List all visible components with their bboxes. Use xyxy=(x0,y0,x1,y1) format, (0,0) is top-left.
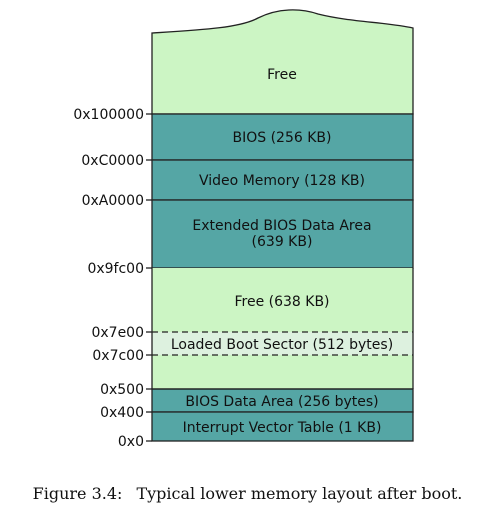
region-video-memory xyxy=(151,159,414,201)
region-label-free-mid: Free (638 KB) xyxy=(234,294,329,310)
address-label-0x500: 0x500 xyxy=(100,382,144,398)
address-label-0x400: 0x400 xyxy=(100,405,144,421)
region-label-interrupt-vector-table: Interrupt Vector Table (1 KB) xyxy=(183,420,382,436)
region-free-low xyxy=(152,355,413,389)
region-free-mid xyxy=(152,268,413,332)
address-label-0x7c00: 0x7c00 xyxy=(92,348,144,364)
region-label-free-top: Free xyxy=(267,67,297,83)
region-label-video-memory: Video Memory (128 KB) xyxy=(199,173,365,189)
region-boot-sector xyxy=(152,332,413,355)
address-label-0x100000: 0x100000 xyxy=(73,107,144,123)
region-label-bios-data-area: BIOS Data Area (256 bytes) xyxy=(185,394,378,410)
region-interrupt-vector-table xyxy=(151,411,414,442)
address-label-0x9fc00: 0x9fc00 xyxy=(87,261,144,277)
address-label-0x0: 0x0 xyxy=(118,434,144,450)
region-label-boot-sector: Loaded Boot Sector (512 bytes) xyxy=(171,337,393,353)
address-label-0x7e00: 0x7e00 xyxy=(91,325,144,341)
region-label-ebda-line1: Extended BIOS Data Area xyxy=(192,218,371,234)
figure-caption-text: Typical lower memory layout after boot. xyxy=(136,484,463,503)
region-label-ebda-line2: (639 KB) xyxy=(252,234,313,250)
region-bios xyxy=(151,113,414,161)
address-label-0xC0000: 0xC0000 xyxy=(81,153,144,169)
region-label-bios: BIOS (256 KB) xyxy=(233,130,332,146)
region-free-top xyxy=(151,9,414,115)
region-extended-bios-data-area xyxy=(151,199,414,269)
memory-layout-diagram: 0x100000 0xC0000 0xA0000 0x9fc00 0x7e00 … xyxy=(73,9,414,450)
figure-caption: Figure 3.4: Typical lower memory layout a… xyxy=(0,484,495,503)
address-label-0xA0000: 0xA0000 xyxy=(82,193,144,209)
figure-number: Figure 3.4: xyxy=(32,484,123,503)
